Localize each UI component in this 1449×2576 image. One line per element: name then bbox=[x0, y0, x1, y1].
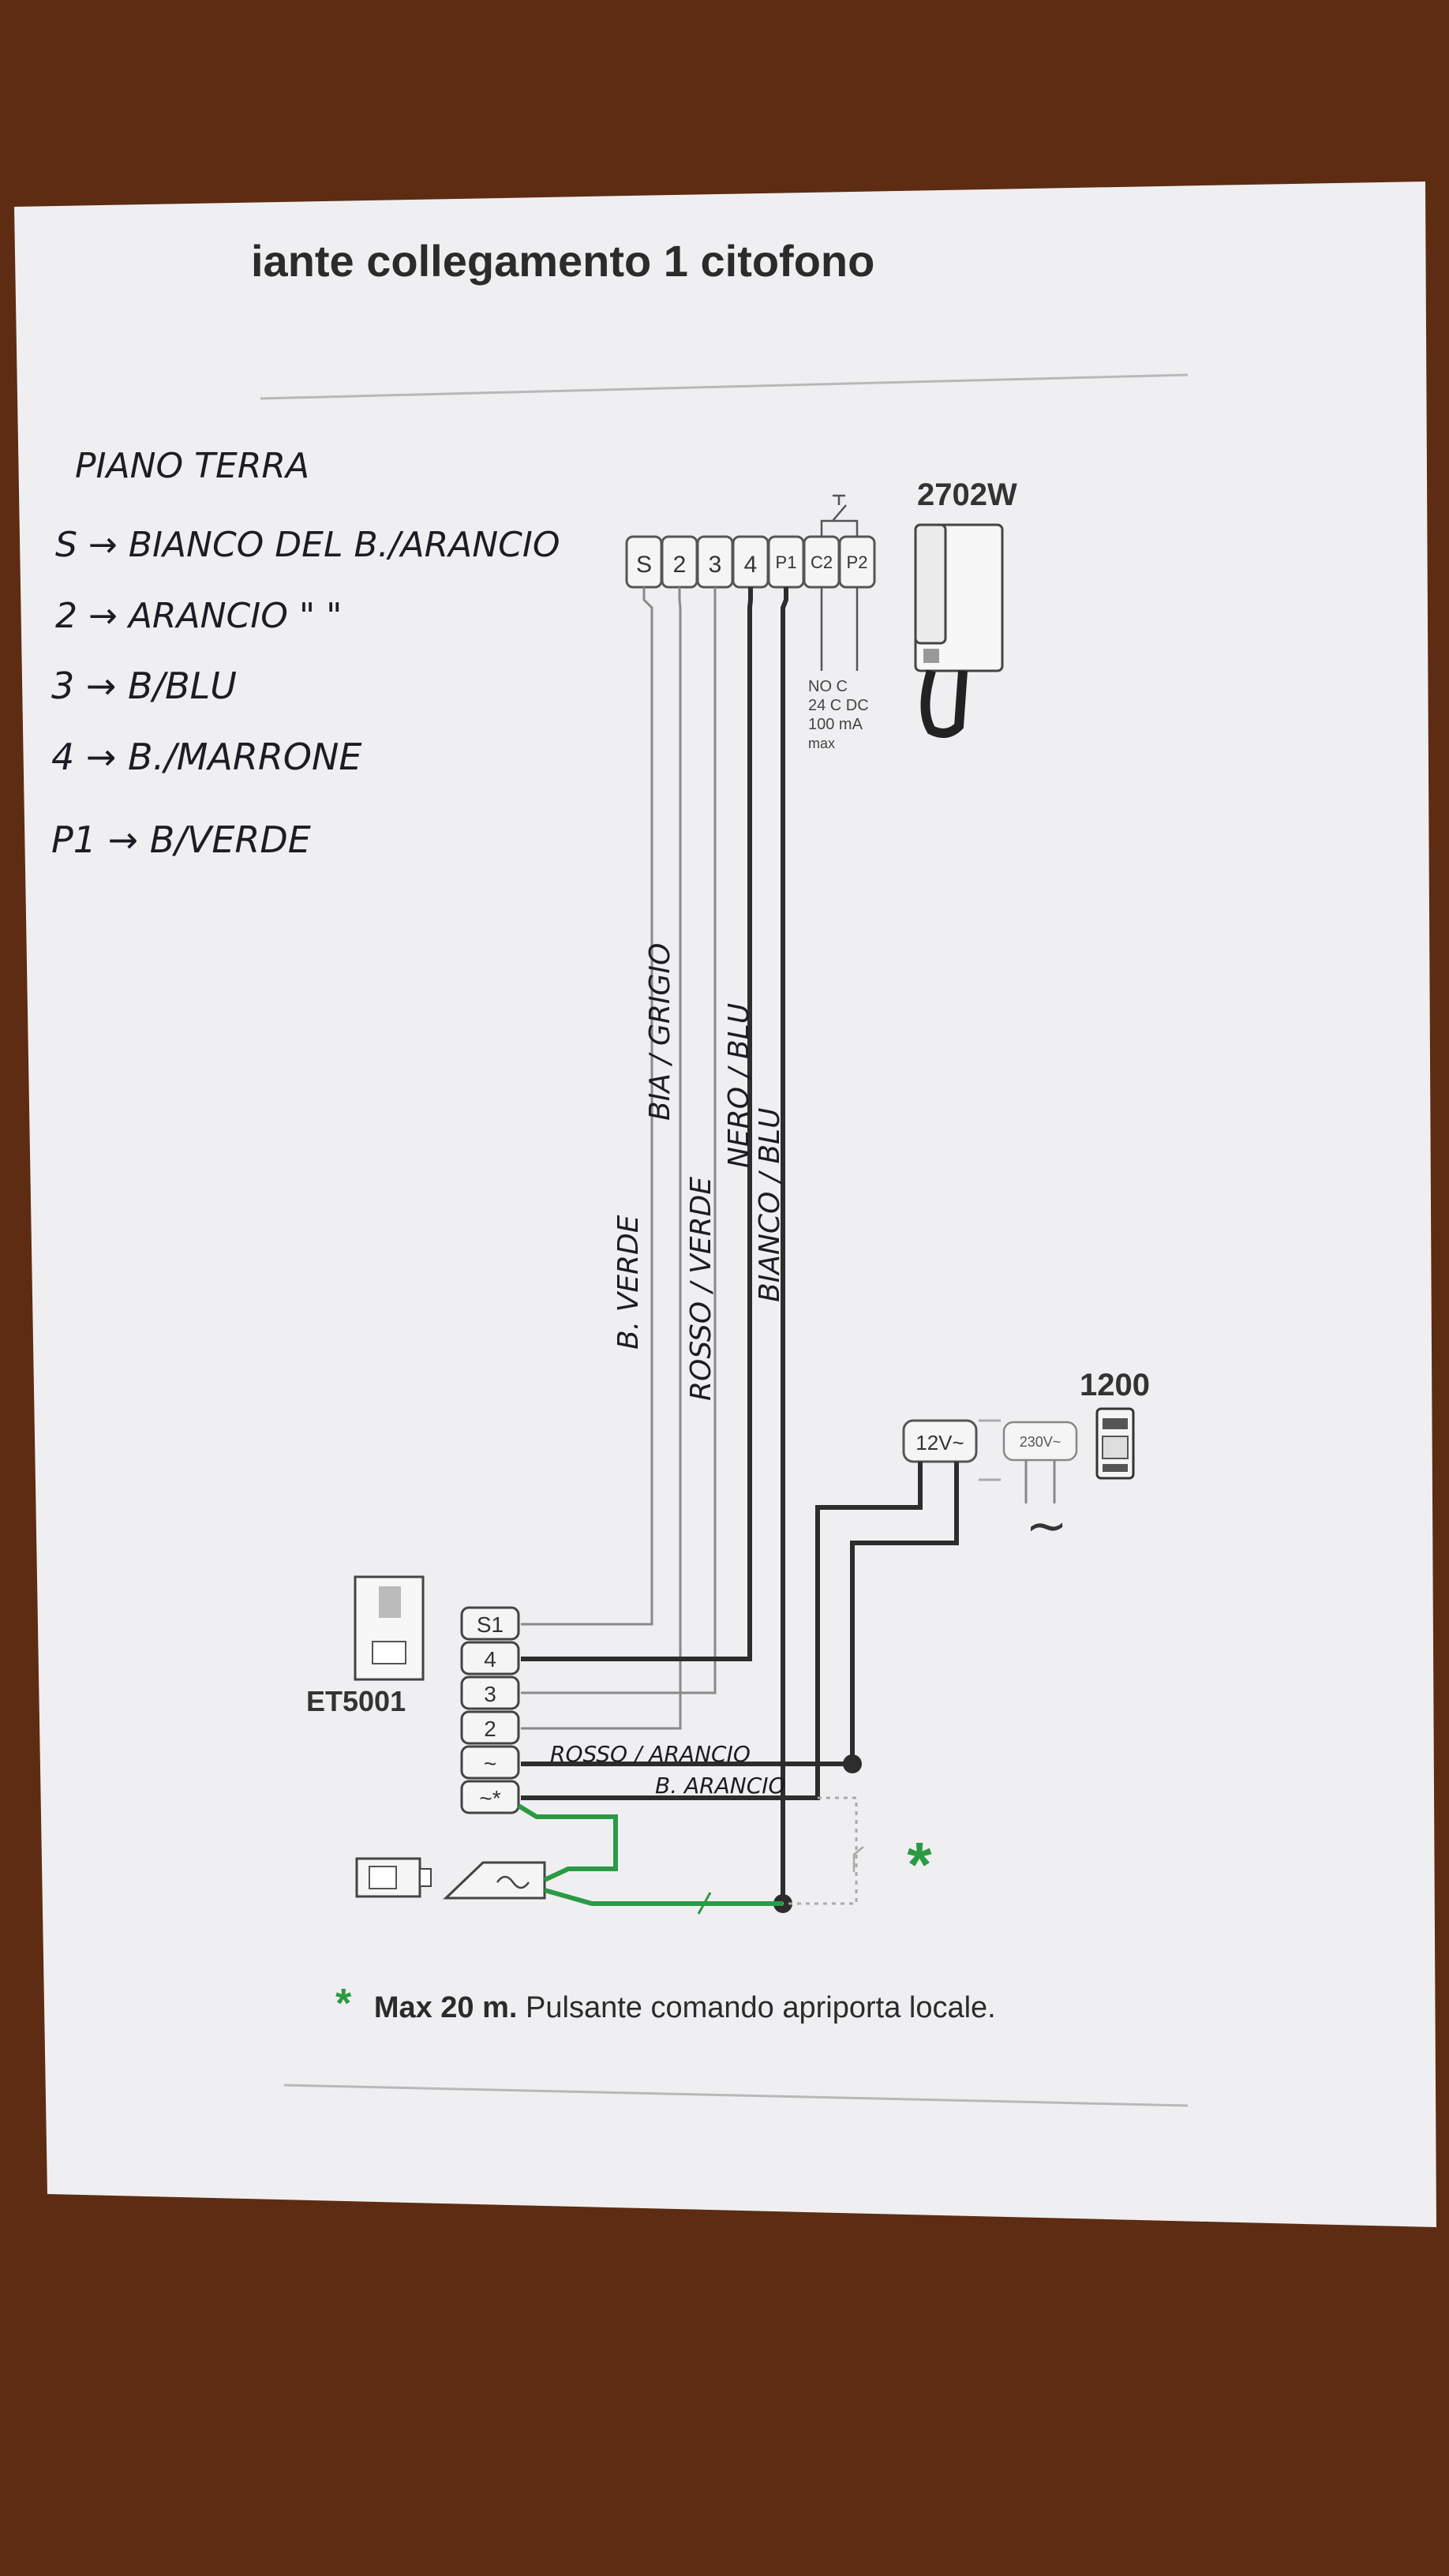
intercom-terminal-block: S 2 3 4 P1 C2 P2 bbox=[625, 494, 876, 671]
relay-spec-line-3: 100 mA bbox=[808, 716, 863, 733]
lock-transformer-icon bbox=[443, 1861, 546, 1900]
power-supply-terminals: 12V~ 230V~ ∼ bbox=[902, 1419, 1078, 1554]
power-supply-icon bbox=[1095, 1407, 1135, 1480]
supply-wire-label-b-arancio: B. ARANCIO bbox=[655, 1773, 786, 1799]
relay-spec-line-2: 24 C DC bbox=[808, 697, 869, 714]
intercom-terminal-s: S bbox=[636, 552, 652, 578]
door-terminal-2: 2 bbox=[484, 1717, 496, 1741]
handwritten-notes: PIANO TERRA S → BIANCO DEL B./ARANCIO 2 … bbox=[51, 446, 560, 861]
door-terminal-s1: S1 bbox=[477, 1612, 504, 1637]
junction-dot bbox=[843, 1754, 862, 1773]
intercom-terminal-p1: P1 bbox=[776, 552, 797, 572]
wire-label-bianco-blu: BIANCO / BLU bbox=[754, 1108, 786, 1302]
intercom-model-label: 2702W bbox=[917, 477, 1017, 512]
wire-label-nero-blu: NERO / BLU bbox=[723, 1003, 755, 1168]
intercom-terminal-p2: P2 bbox=[847, 552, 868, 572]
door-terminal-3: 3 bbox=[484, 1682, 496, 1706]
vertical-wires bbox=[521, 587, 788, 1904]
lock-wires bbox=[517, 1803, 783, 1915]
note-line-4: 4 → B./MARRONE bbox=[51, 736, 362, 778]
handset-icon bbox=[914, 523, 1004, 738]
footnote-star: * bbox=[335, 1981, 352, 2027]
door-terminal-ac2: ~* bbox=[479, 1786, 500, 1810]
wire-label-rosso-verde: ROSSO / VERDE bbox=[685, 1177, 717, 1401]
door-station-model-label: ET5001 bbox=[306, 1685, 406, 1717]
output-12v-label: 12V~ bbox=[915, 1431, 964, 1455]
relay-spec: NO C 24 C DC 100 mA max bbox=[808, 678, 869, 751]
door-terminal-4: 4 bbox=[484, 1647, 496, 1672]
ac-symbol: ∼ bbox=[1025, 1497, 1068, 1554]
input-230v-label: 230V~ bbox=[1020, 1434, 1061, 1450]
relay-spec-line-4: max bbox=[808, 736, 835, 751]
footnote: * Max 20 m. Pulsante comando apriporta l… bbox=[335, 1981, 996, 2027]
power-supply-model-label: 1200 bbox=[1080, 1368, 1150, 1402]
door-lock-icon bbox=[355, 1857, 432, 1898]
page-title: iante collegamento 1 citofono bbox=[251, 236, 874, 286]
note-heading: PIANO TERRA bbox=[75, 446, 309, 486]
door-station-terminal-block: S1 4 3 2 ~ ~* bbox=[460, 1606, 520, 1814]
footnote-bold: Max 20 m. bbox=[374, 1991, 518, 2024]
intercom-terminal-3: 3 bbox=[709, 552, 722, 578]
wire-label-bia-grigio: BIA / GRIGIO bbox=[644, 943, 676, 1121]
wire-label-b-verde: B. VERDE bbox=[612, 1215, 645, 1350]
door-terminal-ac1: ~ bbox=[484, 1751, 496, 1776]
note-line-3: 3 → B/BLU bbox=[51, 665, 237, 707]
wire-color-labels: B. VERDE BIA / GRIGIO ROSSO / VERDE NERO… bbox=[612, 943, 786, 1401]
note-line-p1: P1 → B/VERDE bbox=[51, 818, 311, 861]
relay-spec-line-1: NO C bbox=[808, 678, 848, 695]
supply-wires bbox=[521, 1462, 959, 1800]
title-divider bbox=[260, 373, 1189, 400]
pushbutton-symbol bbox=[852, 1846, 864, 1872]
intercom-terminal-c2: C2 bbox=[811, 552, 833, 572]
note-line-s: S → BIANCO DEL B./ARANCIO bbox=[55, 525, 560, 565]
paper-sheet bbox=[14, 182, 1436, 2227]
intercom-terminal-4: 4 bbox=[744, 552, 758, 578]
pushbutton-marker: * bbox=[907, 1829, 932, 1900]
local-pushbutton bbox=[783, 1796, 858, 1905]
footnote-text: Pulsante comando apriporta locale. bbox=[526, 1991, 996, 2024]
footnote-divider bbox=[283, 2084, 1189, 2107]
note-line-2: 2 → ARANCIO " " bbox=[55, 596, 342, 636]
supply-wire-label-rosso-arancio: ROSSO / ARANCIO bbox=[550, 1741, 751, 1767]
intercom-terminal-2: 2 bbox=[673, 552, 687, 578]
door-station-icon bbox=[354, 1575, 425, 1681]
